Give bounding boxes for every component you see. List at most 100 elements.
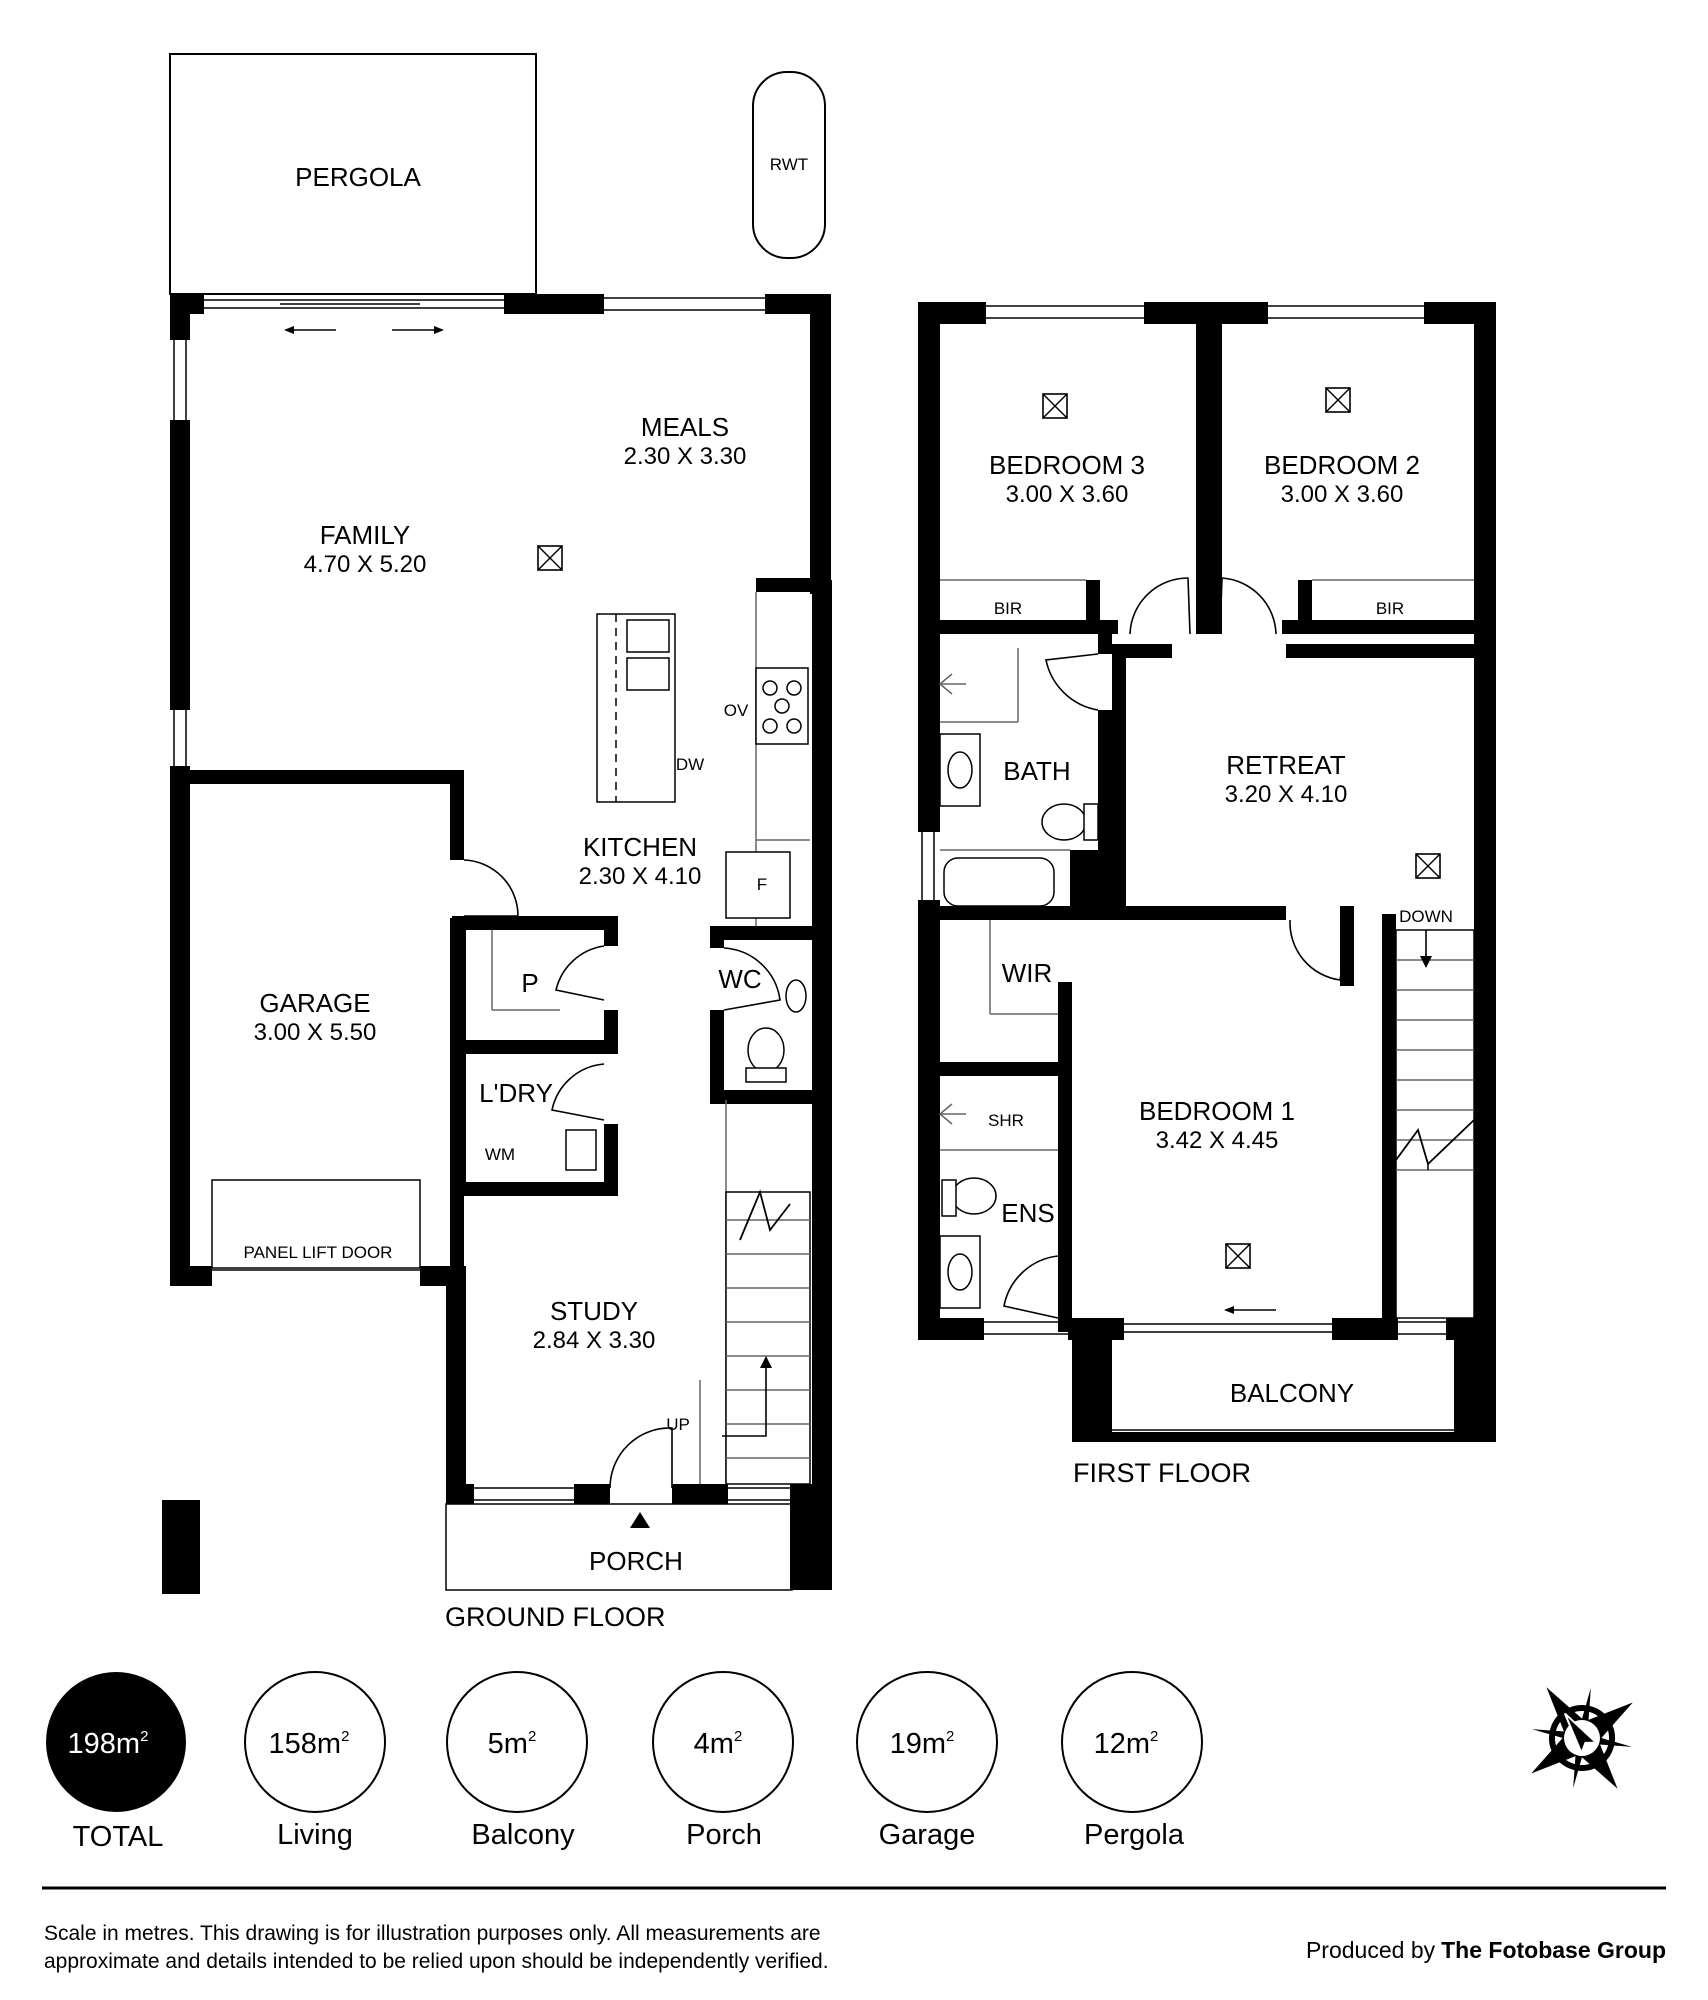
bath-label: BATH bbox=[1003, 756, 1070, 786]
wall bbox=[1072, 1318, 1112, 1442]
wc-label: WC bbox=[718, 964, 761, 994]
compass-rose-icon bbox=[1531, 1687, 1633, 1789]
wall bbox=[1298, 620, 1476, 634]
wall-marker bbox=[162, 1500, 200, 1594]
wall bbox=[1474, 302, 1496, 1442]
area-value-garage: 19m2 bbox=[890, 1728, 955, 1760]
bedroom2-label: BEDROOM 2 bbox=[1264, 450, 1420, 480]
smoke-detector-icon bbox=[1415, 853, 1441, 879]
wall bbox=[170, 1266, 212, 1286]
smoke-detector-icon bbox=[1225, 1243, 1251, 1269]
wall bbox=[1208, 302, 1222, 634]
wall bbox=[446, 1484, 474, 1504]
pergola-outline bbox=[169, 53, 537, 295]
ground-floor-plan: PERGOLA RWT MEALS 2.30 X 3.30 FAMILY 4.7… bbox=[162, 53, 832, 1632]
wall bbox=[452, 1182, 618, 1196]
wall bbox=[918, 900, 940, 1340]
area-value-pergola: 12m2 bbox=[1094, 1728, 1159, 1760]
study-size: 2.84 X 3.30 bbox=[533, 1327, 656, 1354]
wall bbox=[1196, 302, 1210, 634]
retreat-door-bedroom1 bbox=[1289, 919, 1351, 981]
kitchen-size: 2.30 X 4.10 bbox=[579, 863, 702, 890]
wall bbox=[710, 1010, 724, 1094]
area-circle-pergola bbox=[1061, 1671, 1203, 1813]
front-door bbox=[609, 1427, 673, 1489]
bir2-label: BIR bbox=[1376, 599, 1404, 618]
dishwasher-label: DW bbox=[676, 755, 704, 774]
entry-arrow-icon bbox=[630, 1512, 650, 1528]
wall bbox=[1098, 634, 1112, 654]
laundry-label: L'DRY bbox=[479, 1078, 553, 1108]
panel-lift-door bbox=[211, 1179, 421, 1269]
wc-toilet bbox=[747, 1027, 785, 1073]
sliding-door-pergola bbox=[204, 299, 504, 334]
family-size: 4.70 X 5.20 bbox=[304, 551, 427, 578]
wall bbox=[672, 1484, 728, 1504]
wall bbox=[1382, 914, 1396, 1334]
area-label-pergola: Pergola bbox=[1084, 1819, 1185, 1851]
bathtub bbox=[943, 857, 1055, 907]
area-value-balcony: 5m2 bbox=[488, 1728, 537, 1760]
area-label-balcony: Balcony bbox=[471, 1819, 575, 1851]
area-circle-porch bbox=[652, 1671, 794, 1813]
balcony-sliding-door bbox=[1124, 1306, 1332, 1333]
pantry-door bbox=[555, 945, 605, 1001]
area-label-total: TOTAL bbox=[73, 1821, 164, 1853]
ensuite-basin bbox=[947, 1253, 973, 1291]
stair-treads bbox=[726, 1219, 810, 1459]
wc-cistern bbox=[745, 1067, 787, 1083]
wall bbox=[450, 770, 464, 860]
wall bbox=[574, 1484, 610, 1504]
wall bbox=[1454, 1318, 1496, 1442]
wall bbox=[1112, 644, 1126, 914]
wall bbox=[1086, 580, 1100, 634]
ensuite-toilet bbox=[951, 1177, 997, 1215]
wall bbox=[918, 302, 940, 832]
wall bbox=[452, 916, 466, 1196]
wall bbox=[756, 578, 816, 592]
retreat-size: 3.20 X 4.10 bbox=[1225, 781, 1348, 808]
bedroom1-label: BEDROOM 1 bbox=[1139, 1096, 1295, 1126]
stairs-down bbox=[1395, 929, 1475, 1319]
laundry-door bbox=[551, 1063, 605, 1121]
wall bbox=[1100, 620, 1118, 634]
wall bbox=[710, 926, 814, 940]
wall bbox=[446, 1266, 466, 1496]
wall bbox=[940, 1062, 1064, 1076]
rwt-label: RWT bbox=[770, 155, 808, 174]
wall bbox=[1112, 906, 1286, 920]
disclaimer-line-1: Scale in metres. This drawing is for ill… bbox=[44, 1922, 821, 1945]
bedroom3-label: BEDROOM 3 bbox=[989, 450, 1145, 480]
pantry-label: P bbox=[521, 968, 538, 998]
meals-size: 2.30 X 3.30 bbox=[624, 443, 747, 470]
wall bbox=[504, 294, 604, 314]
wall bbox=[170, 294, 190, 340]
bedroom3-door bbox=[1129, 577, 1191, 635]
stairs-up bbox=[725, 1191, 811, 1485]
wall bbox=[452, 916, 618, 930]
family-label: FAMILY bbox=[320, 520, 411, 550]
bath-toilet bbox=[1041, 803, 1087, 841]
bedroom2-size: 3.00 X 3.60 bbox=[1281, 481, 1404, 508]
shower-label: SHR bbox=[988, 1111, 1024, 1130]
first-floor-plan: BEDROOM 3 3.00 X 3.60 BEDROOM 2 3.00 X 3… bbox=[918, 302, 1496, 1488]
area-circle-garage bbox=[856, 1671, 998, 1813]
wall bbox=[1058, 982, 1072, 1332]
wall bbox=[710, 926, 724, 948]
ensuite-label: ENS bbox=[1001, 1198, 1054, 1228]
wall bbox=[1340, 906, 1354, 986]
retreat-label: RETREAT bbox=[1226, 750, 1346, 780]
porch-label: PORCH bbox=[589, 1546, 683, 1576]
pergola-label: PERGOLA bbox=[295, 162, 421, 192]
area-value-living: 158m2 bbox=[269, 1728, 350, 1760]
rainwater-tank bbox=[752, 71, 826, 259]
bath-cistern bbox=[1083, 803, 1099, 841]
smoke-detector-icon bbox=[1042, 393, 1068, 419]
wall bbox=[170, 420, 190, 710]
wall bbox=[790, 1484, 832, 1590]
ground-floor-label: GROUND FLOOR bbox=[445, 1602, 666, 1632]
bedroom3-size: 3.00 X 3.60 bbox=[1006, 481, 1129, 508]
wall bbox=[604, 916, 618, 946]
